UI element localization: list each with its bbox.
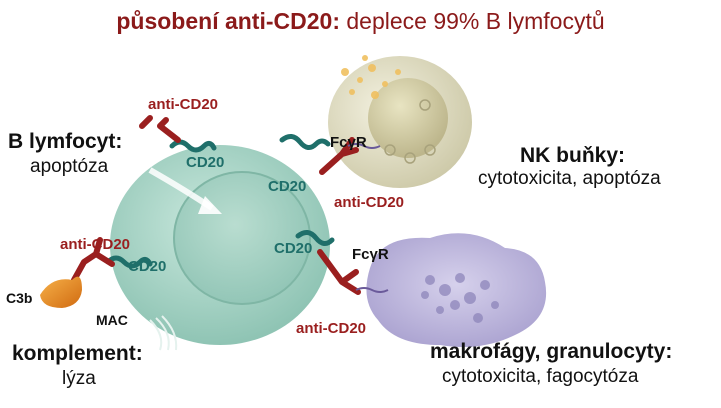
cd20-receptor-lower-right — [295, 230, 335, 246]
antibody-top — [139, 115, 181, 143]
b-lymphocyte-subtitle: apoptóza — [30, 156, 109, 177]
macrophage-heading: makrofágy, granulocyty: — [430, 340, 673, 363]
nk-cell-heading: NK buňky: — [520, 144, 625, 167]
label-anti-cd20-macrophage: anti-CD20 — [296, 320, 367, 337]
anti-cd20-antibodies — [71, 115, 361, 295]
label-fcgr-macrophage: FcγR — [352, 246, 389, 263]
fcgr-macrophage — [355, 287, 389, 293]
macrophage-cell — [366, 233, 547, 348]
label-anti-cd20-left: anti-CD20 — [60, 236, 131, 253]
complement-heading: komplement: — [12, 342, 143, 365]
antibody-right — [319, 137, 359, 175]
title-bold: působení anti-CD20: — [116, 8, 340, 34]
b-lymphocyte-heading: B lymfocyt: — [8, 130, 123, 153]
c3b-complement — [40, 276, 82, 308]
nk-cell-subtitle: cytotoxicita, apoptóza — [478, 168, 661, 189]
nk-cell — [328, 55, 472, 188]
label-anti-cd20-nk: anti-CD20 — [334, 194, 405, 211]
label-cd20-top: CD20 — [186, 154, 225, 171]
label-mac: MAC — [96, 312, 128, 328]
title-normal: deplece 99% B lymfocytů — [346, 8, 605, 34]
label-c3b: C3b — [6, 290, 33, 306]
diagram-title: působení anti-CD20: deplece 99% B lymfoc… — [0, 8, 721, 35]
antibody-left — [71, 237, 115, 283]
b-lymphocyte-cell — [110, 145, 330, 351]
label-anti-cd20-top: anti-CD20 — [148, 96, 219, 113]
label-cd20-right: CD20 — [268, 178, 307, 195]
label-cd20-left: CD20 — [128, 258, 167, 275]
macrophage-subtitle: cytotoxicita, fagocytóza — [442, 366, 639, 387]
antibody-lower-right — [317, 249, 361, 295]
fcgr-receptors — [347, 143, 389, 293]
complement-subtitle: lýza — [62, 368, 96, 389]
label-cd20-lower-right: CD20 — [274, 240, 313, 257]
fcgr-nk — [347, 143, 381, 149]
cd20-receptor-left — [105, 255, 153, 269]
label-fcgr-nk: FcγR — [330, 134, 367, 151]
cd20-receptor-right — [279, 134, 331, 150]
